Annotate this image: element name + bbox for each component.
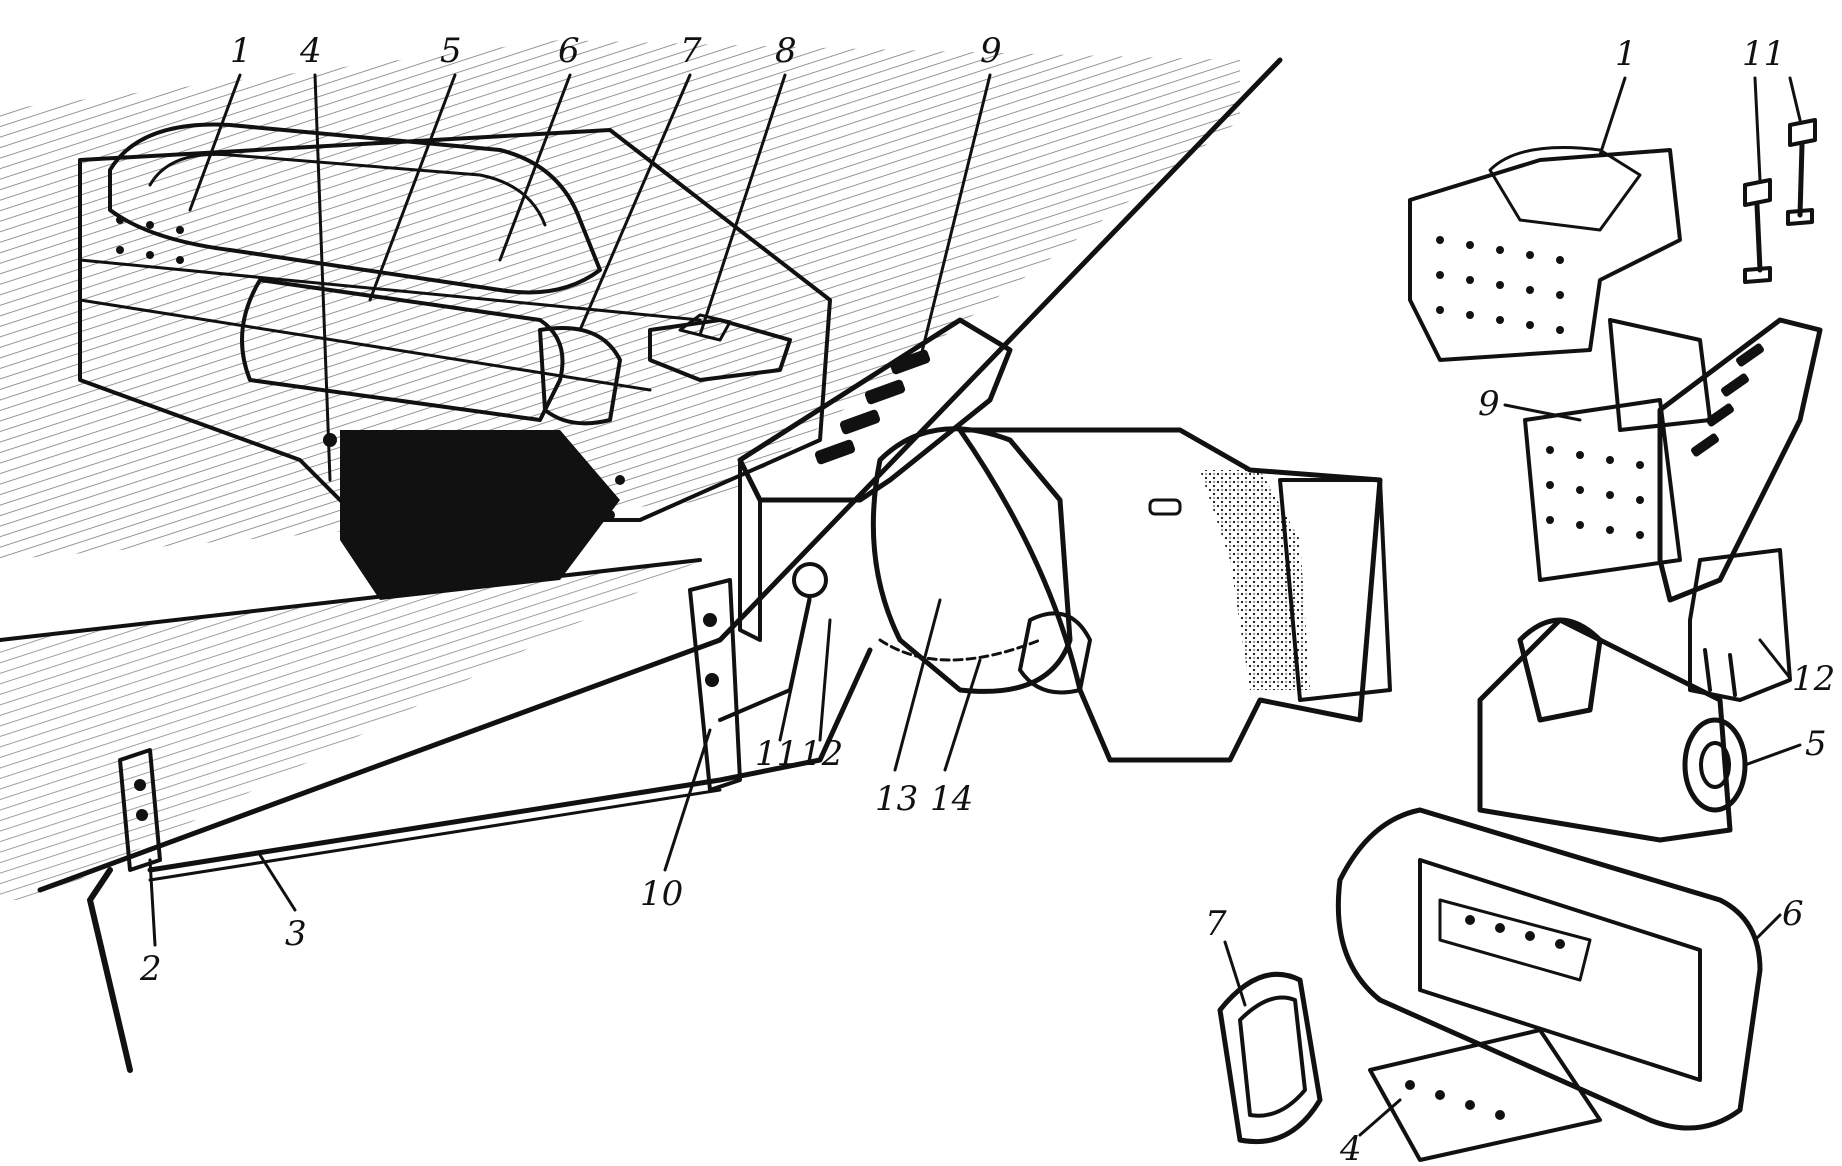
part-7-follower (1217, 971, 1323, 1145)
callout-4-exploded: 4 (1339, 1129, 1362, 1166)
assembly-view: 1 4 5 6 7 8 9 11 12 13 14 10 2 3 (0, 31, 1392, 1073)
callout-6-assembly: 6 (558, 31, 580, 71)
callout-1-assembly: 1 (230, 31, 252, 71)
part-6-holes (1465, 915, 1565, 949)
part-9-slots (1691, 343, 1764, 457)
callout-12-assembly: 12 (800, 734, 843, 774)
rivets (116, 216, 625, 520)
callout-8-assembly: 8 (775, 31, 797, 71)
coupler-key (648, 313, 792, 382)
callout-10-assembly: 10 (640, 874, 683, 914)
part-9-holes (1546, 446, 1644, 539)
exploded-leaders (1223, 76, 1802, 1137)
callout-13-assembly: 13 (875, 779, 918, 819)
callout-5-exploded: 5 (1805, 724, 1827, 764)
assembly-leaders (148, 73, 992, 947)
callout-4-assembly: 4 (299, 31, 322, 71)
part-11-bolts (1743, 118, 1817, 284)
lever-bracket-right (688, 578, 742, 792)
callout-12-exploded: 12 (1792, 659, 1835, 699)
callout-9-exploded: 9 (1478, 384, 1500, 424)
callout-7-assembly: 7 (680, 31, 702, 71)
callout-5-assembly: 5 (440, 31, 462, 71)
centre-sill (78, 128, 832, 600)
callout-6-exploded: 6 (1782, 894, 1804, 934)
part-4-holes (1405, 1080, 1505, 1120)
part-12-bracket (1688, 548, 1792, 702)
lever-bracket-left (118, 748, 162, 872)
draft-gear (240, 278, 565, 422)
callout-11-exploded: 11 (1742, 34, 1785, 74)
part-1-holes (1436, 236, 1564, 334)
part-4-plate (1368, 1028, 1602, 1162)
part-6-yoke (1335, 807, 1763, 1131)
callout-11-assembly: 11 (755, 734, 798, 774)
exploded-view: 1 11 9 12 5 6 7 4 (1205, 34, 1835, 1166)
callout-1-exploded: 1 (1615, 34, 1637, 74)
front-follower (538, 326, 622, 426)
callout-7-exploded: 7 (1205, 904, 1227, 944)
part-9-striker (1523, 317, 1823, 603)
yoke (108, 122, 602, 295)
coupler-head (870, 426, 1392, 763)
callout-14-assembly: 14 (930, 779, 973, 819)
uncoupling-lever (87, 647, 873, 1073)
knuckle-pin-chain (878, 611, 1092, 695)
part-1-front-stop (1408, 146, 1682, 362)
callout-3-assembly: 3 (285, 914, 307, 954)
callout-2-assembly: 2 (139, 949, 162, 989)
callout-9-assembly: 9 (980, 31, 1002, 71)
car-floor (0, 40, 1283, 900)
